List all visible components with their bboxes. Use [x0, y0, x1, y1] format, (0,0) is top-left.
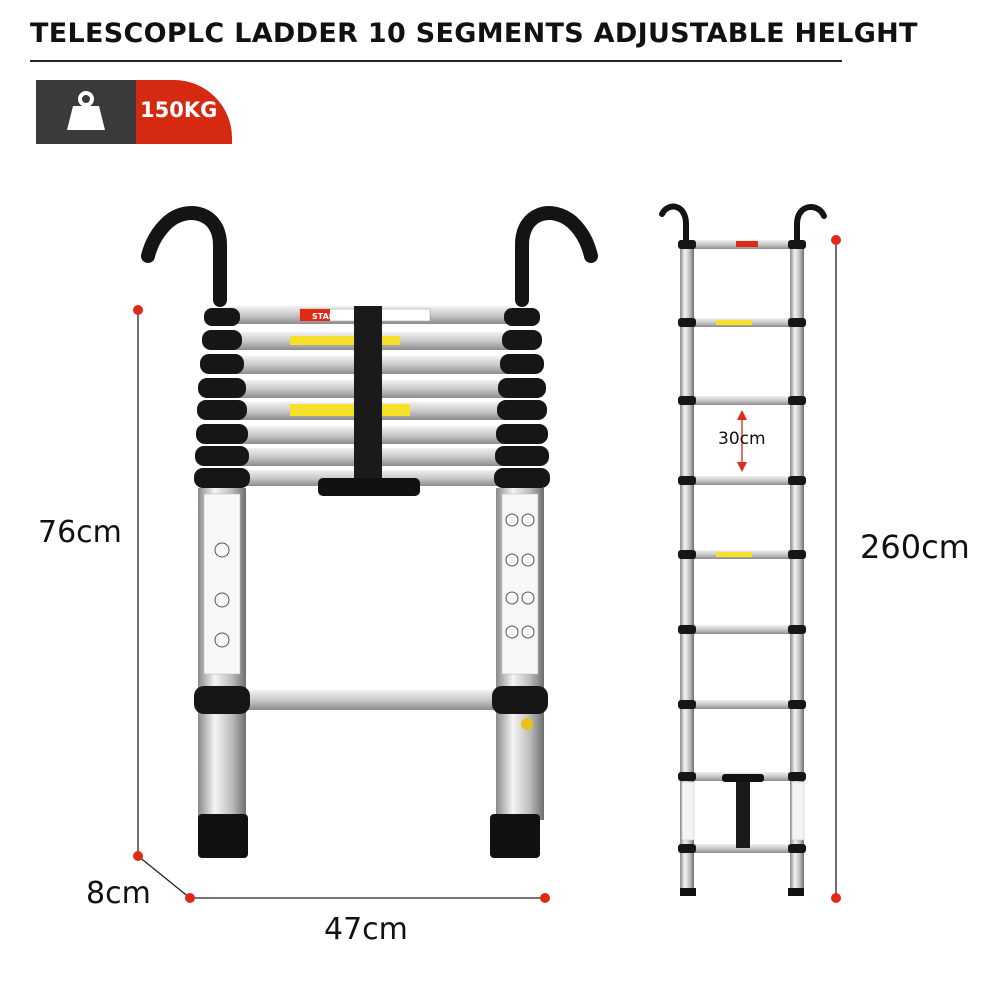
- stile-label: [203, 493, 241, 675]
- badge-icon-panel: [36, 80, 136, 144]
- right-hook-small: [794, 204, 827, 253]
- weight-icon: [67, 91, 105, 130]
- extended-ladder: [659, 203, 827, 896]
- dimension-lines: [137, 240, 837, 899]
- height-folded-label: 76cm: [38, 515, 122, 550]
- folded-ladder: [141, 206, 598, 858]
- title-underline: [30, 60, 842, 62]
- left-foot: [198, 814, 248, 858]
- bottom-rung: [246, 690, 496, 710]
- carry-strap: [354, 306, 382, 486]
- strap: [736, 778, 750, 848]
- width-label: 47cm: [324, 912, 408, 947]
- warning-stripe: [300, 309, 330, 321]
- dimension-marker: [540, 893, 550, 903]
- depth-line: [137, 855, 191, 899]
- dimension-marker: [831, 893, 841, 903]
- brand-label: STANEW: [312, 312, 350, 321]
- left-stile: [680, 244, 694, 894]
- step-spacing-label: 30cm: [718, 429, 766, 449]
- strap-buckle: [318, 478, 420, 496]
- dimension-marker: [133, 851, 143, 861]
- page-title: TELESCOPLC LADDER 10 SEGMENTS ADJUSTABLE…: [30, 18, 918, 49]
- right-hook: [515, 206, 598, 307]
- level-indicator: [521, 718, 533, 730]
- left-hook-small: [659, 203, 689, 253]
- stile-label: [501, 493, 539, 675]
- dimension-marker: [185, 893, 195, 903]
- warning-label: [290, 404, 410, 416]
- arrow-up-icon: [737, 410, 747, 420]
- load-capacity-badge: 150KG: [36, 80, 232, 144]
- dimension-marker: [133, 305, 143, 315]
- left-hook: [141, 206, 227, 307]
- height-extended-label: 260cm: [860, 528, 970, 566]
- dimension-marker: [831, 235, 841, 245]
- right-foot: [490, 814, 540, 858]
- right-stile: [790, 244, 804, 894]
- load-capacity-text: 150KG: [140, 98, 218, 122]
- depth-label: 8cm: [86, 876, 151, 911]
- arrow-down-icon: [737, 462, 747, 472]
- warning-label: [290, 336, 400, 345]
